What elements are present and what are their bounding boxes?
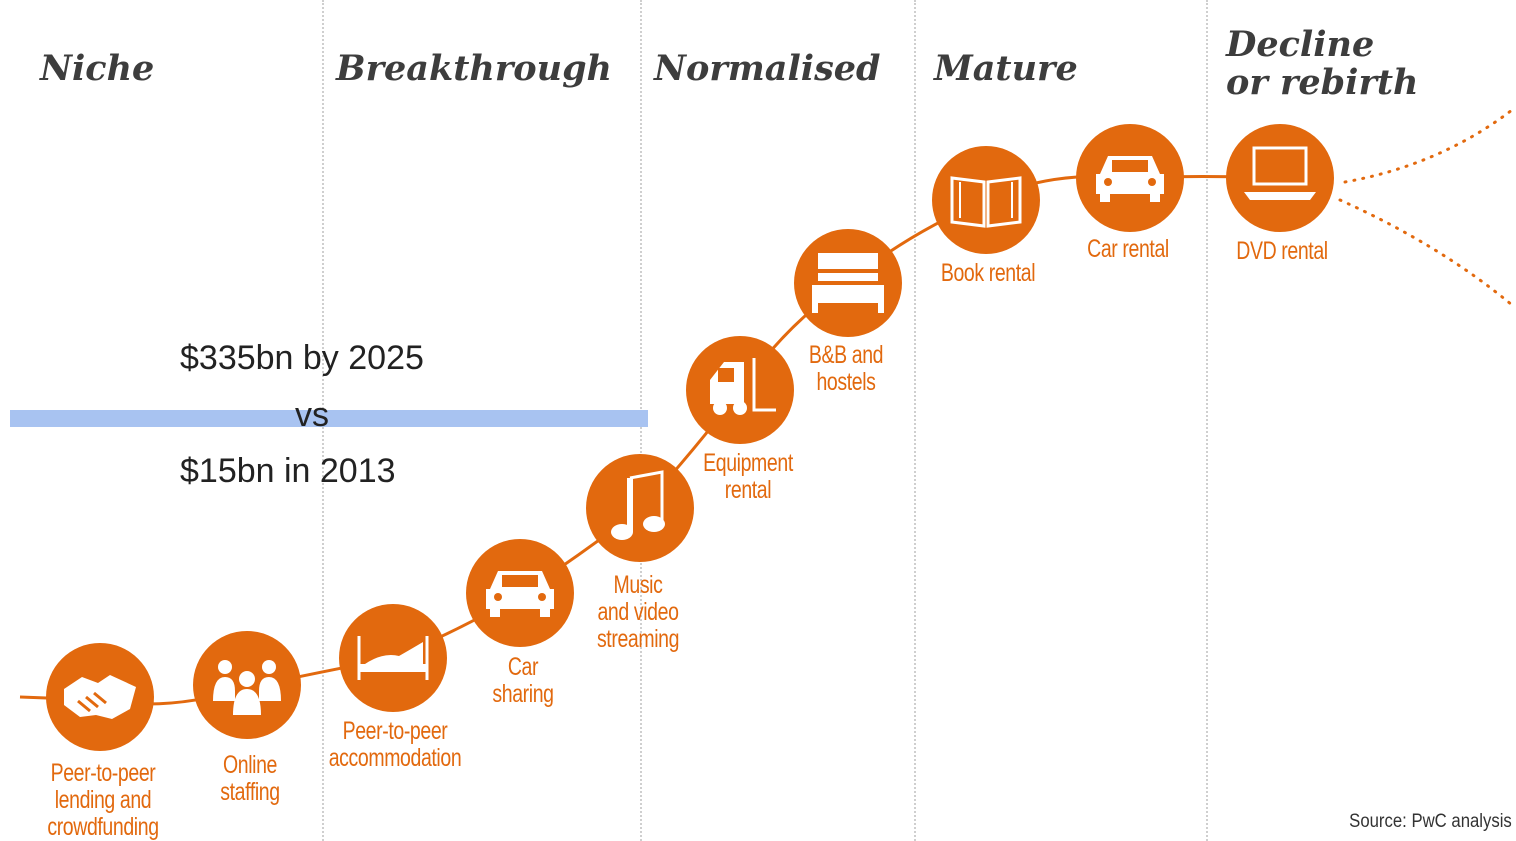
source-note: Source: PwC analysis (1349, 811, 1512, 832)
decline-trend-down (1338, 198, 1514, 307)
stage-label-line: rental (724, 476, 772, 504)
phase-title-line: Normalised (654, 48, 881, 89)
stage-circle (794, 229, 902, 337)
hotel-bed-icon (812, 253, 884, 313)
stage-label-line: Music (613, 571, 663, 599)
rebirth-trend-up (1343, 108, 1514, 184)
stage-circle (932, 146, 1040, 254)
book-icon (950, 176, 1022, 228)
handshake-icon (64, 675, 136, 719)
stage-label-line: sharing (492, 680, 554, 708)
laptop-icon (1244, 146, 1316, 200)
stage-node (339, 604, 447, 712)
stage-node (193, 631, 301, 739)
stage-circle (1226, 124, 1334, 232)
stage-circle (586, 454, 694, 562)
music-note-icon (611, 470, 665, 540)
phase-mature: Mature (934, 50, 1078, 88)
stage-label-line: DVD rental (1236, 237, 1328, 265)
phase-normalised: Normalised (654, 50, 881, 88)
phase-divider (914, 0, 916, 841)
stage-label: Book rental (940, 259, 1036, 287)
market-value-2025: $335bn by 2025 (180, 339, 424, 377)
people-group-icon (213, 660, 281, 715)
stage-nodes (46, 124, 1334, 751)
stage-node (794, 229, 902, 337)
phase-divider (1206, 0, 1208, 841)
phase-breakthrough: Breakthrough (336, 50, 612, 88)
curve-line (19, 174, 1281, 706)
stage-label-line: crowdfunding (47, 813, 159, 841)
phase-decline-or-rebirth: Decline or rebirth (1226, 26, 1419, 102)
stage-label-line: lending and (54, 786, 152, 814)
stage-node (466, 539, 574, 647)
stage-label-line: Online (222, 751, 278, 779)
phase-title-line: Niche (40, 48, 155, 89)
highlight-bar (10, 410, 648, 427)
car-icon (1096, 156, 1164, 202)
stage-label-line: accommodation (328, 744, 462, 772)
stage-node (932, 146, 1040, 254)
phase-title-line: Breakthrough (336, 48, 612, 89)
phase-title-line: Mature (934, 48, 1078, 89)
stage-label-line: B&B and (808, 341, 884, 369)
stage-label-line: Car rental (1087, 235, 1169, 263)
stage-label-line: streaming (596, 625, 680, 653)
stage-label-line: staffing (220, 778, 280, 806)
market-value-2013: $15bn in 2013 (180, 452, 396, 490)
stage-node (686, 336, 794, 444)
phase-niche: Niche (40, 50, 154, 88)
stage-label: DVD rental (1236, 237, 1328, 265)
phase-title-line: Decline (1226, 24, 1375, 65)
stage-label-line: Peer-to-peer (50, 759, 156, 787)
stage-node (46, 643, 154, 751)
stage-label-line: hostels (816, 368, 876, 396)
stage-node (586, 454, 694, 562)
stage-label-line: Book rental (940, 259, 1036, 287)
forklift-icon (710, 358, 776, 415)
versus-label: vs (295, 396, 329, 434)
stage-node (1226, 124, 1334, 232)
stage-label: Car rental (1087, 236, 1169, 263)
stage-node (1076, 124, 1184, 232)
stage-label-line: Car (507, 653, 539, 681)
stage-label-line: and video (597, 598, 679, 626)
car-icon (486, 571, 554, 617)
bed-icon (357, 636, 429, 680)
stage-label-line: Equipment (703, 449, 793, 477)
phase-title-line: or rebirth (1226, 62, 1419, 103)
stage-label-line: Peer-to-peer (342, 717, 448, 745)
